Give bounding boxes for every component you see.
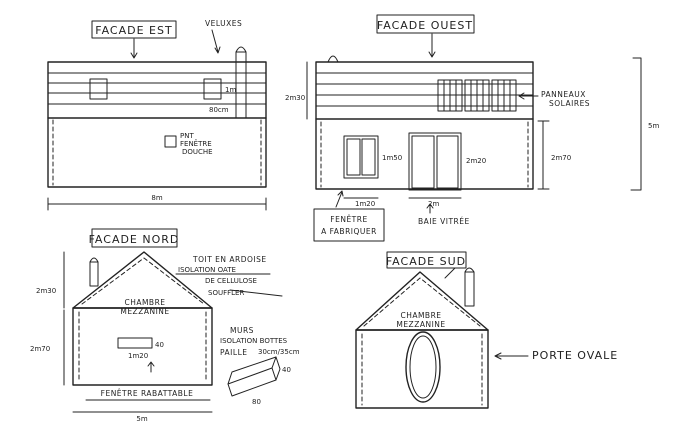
wall-note: 30cm/35cm — [258, 348, 300, 356]
roof-note: ISOLATION OATE — [178, 266, 236, 274]
fabricated-window — [343, 135, 379, 179]
facade-nord-title-box — [91, 228, 178, 248]
velux-label: VELUXES — [205, 19, 242, 28]
chimney — [89, 261, 99, 287]
wall-note: MURS — [230, 326, 254, 335]
facade-sud-building — [355, 267, 489, 409]
tilt-window — [117, 337, 153, 349]
dim-window-height: 40 — [155, 341, 164, 349]
facade-sud-title: FACADE SUD — [386, 255, 466, 268]
facade-ouest: FACADE OUEST — [285, 14, 659, 242]
tilt-window-label: FENÊTRE RABATTABLE — [101, 389, 194, 398]
window-note-box — [313, 208, 385, 242]
room-label: CHAMBRE — [124, 298, 165, 307]
dim-width: 5m — [136, 415, 147, 423]
shower-window-label: FENÊTRE — [180, 139, 212, 148]
room-label: MEZZANINE — [120, 307, 169, 316]
velux-arrow — [211, 29, 221, 54]
dim-length: 8m — [151, 194, 162, 202]
window-note: FENÊTRE — [330, 215, 367, 224]
bay-window — [408, 132, 462, 191]
shower-window — [164, 135, 177, 148]
facade-sud: FACADE SUD CHAMBRE MEZZANINE PORTE OVALE — [355, 251, 618, 409]
facade-est-title: FACADE EST — [95, 24, 172, 37]
oval-door-label: PORTE OVALE — [532, 349, 618, 362]
shower-window-label: DOUCHE — [182, 148, 213, 156]
solar-arrow — [518, 92, 539, 100]
facade-est-title-box — [91, 20, 177, 39]
dim-bay-width: 2m — [428, 200, 439, 208]
facade-est-building — [47, 61, 267, 188]
wall-note: ISOLATION BOTTES — [220, 337, 288, 345]
chimney — [235, 46, 247, 119]
dim-bay-height: 2m20 — [466, 157, 486, 165]
window-note: A FABRIQUER — [321, 227, 377, 236]
facade-nord-building — [72, 251, 213, 386]
roof-note: DE CELLULOSE — [205, 277, 257, 285]
facade-est: FACADE EST VELUXES 80cm 1m PNT — [47, 19, 267, 211]
dimension-line — [630, 57, 642, 191]
dim-total-height: 5m — [648, 122, 659, 130]
straw-bale-sketch — [227, 356, 281, 397]
facade-nord: FACADE NORD CHAMBRE MEZZANINE 40 1m20 FE… — [30, 228, 300, 423]
bale-dim: 80 — [252, 398, 261, 406]
title-arrow — [444, 267, 456, 279]
solar-panels — [437, 79, 517, 112]
bay-window-label: BAIE VITRÉE — [418, 217, 470, 226]
facade-ouest-title-box — [376, 14, 475, 34]
facade-ouest-building — [315, 55, 534, 190]
dim-window-height: 1m — [225, 86, 236, 94]
chimney — [464, 271, 475, 307]
roof-note: TOIT EN ARDOISE — [192, 255, 267, 264]
solar-panels-label: SOLAIRES — [549, 99, 590, 108]
room-label: MEZZANINE — [396, 320, 445, 329]
facade-ouest-title: FACADE OUEST — [377, 19, 473, 32]
room-label: CHAMBRE — [400, 311, 441, 320]
shower-window-code: PNT — [180, 132, 194, 140]
vent-cap — [327, 55, 339, 63]
velux-window-2 — [203, 78, 222, 100]
roof-note: SOUFFLER — [208, 289, 244, 297]
dim-lower-height: 2m70 — [551, 154, 571, 162]
dim-window-height: 1m50 — [382, 154, 402, 162]
dim-upper-height: 2m30 — [285, 94, 305, 102]
oval-door — [405, 331, 441, 403]
facade-nord-title: FACADE NORD — [89, 233, 180, 246]
dim-window-width: 80cm — [209, 106, 229, 114]
dim-window-width: 1m20 — [128, 352, 148, 360]
velux-window-1 — [89, 78, 108, 100]
dim-gable-height: 2m30 — [36, 287, 56, 295]
wall-note: PAILLE — [220, 348, 247, 357]
solar-panels-label: PANNEAUX — [541, 90, 586, 99]
door-arrow — [494, 352, 529, 360]
dim-wall-height: 2m70 — [30, 345, 50, 353]
bale-dim: 40 — [282, 366, 291, 374]
dim-window-width: 1m20 — [355, 200, 375, 208]
facade-sud-title-box — [386, 251, 467, 269]
